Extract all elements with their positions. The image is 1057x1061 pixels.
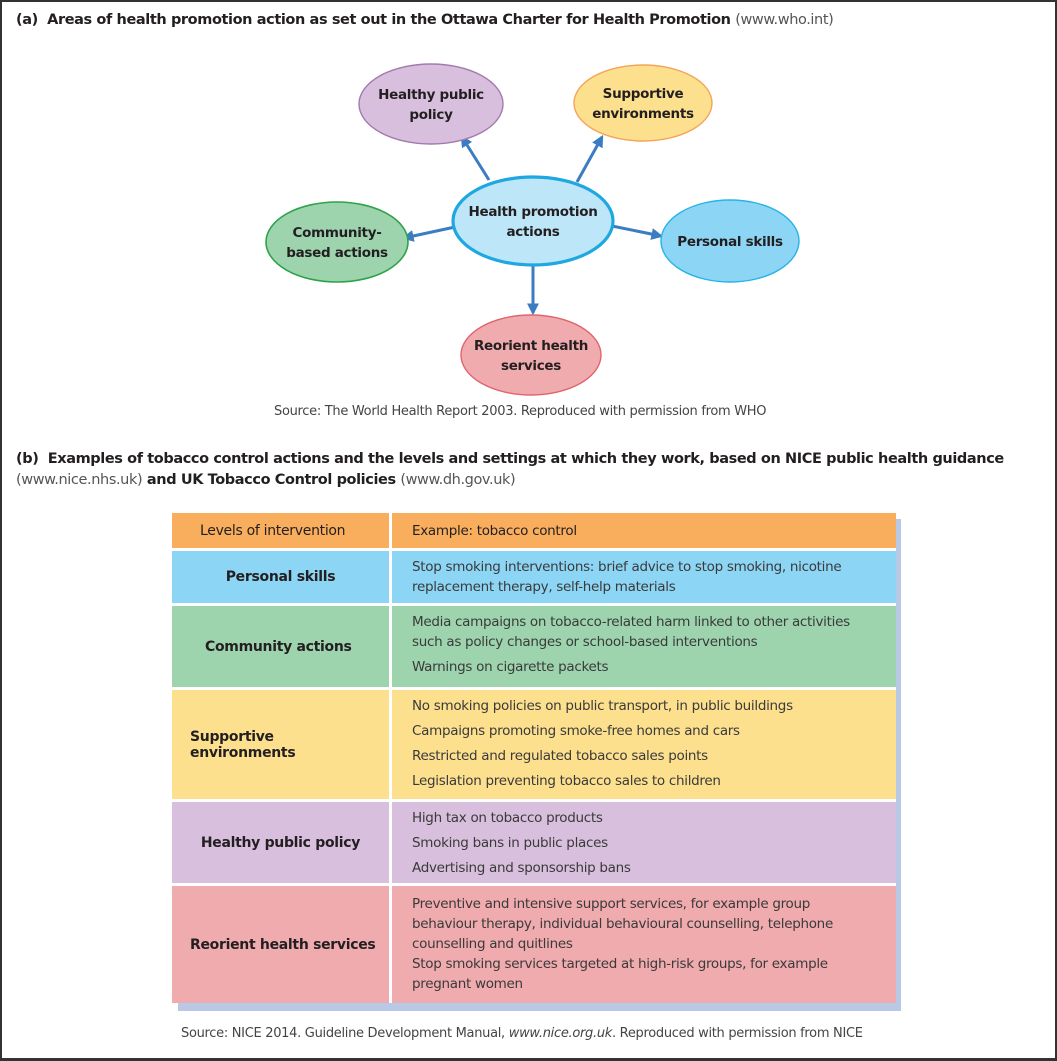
level-cell: Supportive environments <box>172 690 392 799</box>
node-reorient-health-services-label: Reorient health <box>474 338 588 354</box>
caption-a-title: Areas of health promotion action as set … <box>47 12 731 28</box>
example-item: Smoking bans in public places <box>412 835 608 851</box>
caption-b-url-2[interactable]: (www.dh.gov.uk) <box>400 472 516 488</box>
arrow-to-supportive-environments <box>575 134 604 183</box>
header-levels: Levels of intervention <box>172 513 392 548</box>
table-row: Supportive environments No smoking polici… <box>172 690 896 802</box>
node-supportive-environments-label: Supportive <box>603 86 684 102</box>
examples-cell: Media campaigns on tobacco-related harm … <box>392 606 896 687</box>
center-node-health-promotion-actions: Health promotion actions <box>451 175 615 267</box>
node-community-based-actions-ellipse <box>265 201 409 283</box>
arrows-group <box>401 134 664 316</box>
source-b: Source: NICE 2014. Guideline Development… <box>181 1026 863 1041</box>
node-community-based-actions: Community-based actions <box>265 201 409 283</box>
node-community-based-actions-label: Community- <box>292 225 381 241</box>
level-cell: Healthy public policy <box>172 802 392 883</box>
tobacco-control-table: Levels of intervention Example: tobacco … <box>172 513 896 1003</box>
caption-a: (a) Areas of health promotion action as … <box>16 10 834 31</box>
example-item: Stop smoking services targeted at high-r… <box>412 956 828 992</box>
node-reorient-health-services-ellipse <box>460 314 602 396</box>
node-supportive-environments-ellipse <box>573 64 713 142</box>
example-item: Media campaigns on tobacco-related harm … <box>412 614 850 650</box>
caption-b-title-1: Examples of tobacco control actions and … <box>47 451 1005 467</box>
node-healthy-public-policy-label: Healthy public <box>378 87 484 103</box>
caption-b-title-2: and UK Tobacco Control policies <box>146 472 396 488</box>
health-promotion-diagram: Health promotion actions Healthy public pol… <box>265 63 800 396</box>
example-item: No smoking policies on public transport,… <box>412 698 793 714</box>
caption-a-label: (a) <box>16 12 38 28</box>
header-example: Example: tobacco control <box>412 522 577 539</box>
node-reorient-health-services: Reorient health services <box>460 314 602 396</box>
example-item: Stop smoking interventions: brief advice… <box>412 559 842 595</box>
level-cell: Community actions <box>172 606 392 687</box>
node-healthy-public-policy: Healthy public policy <box>358 63 504 145</box>
example-item: Warnings on cigarette packets <box>412 659 609 675</box>
node-community-based-actions-label: based actions <box>286 245 388 261</box>
example-item: Legislation preventing tobacco sales to … <box>412 773 721 789</box>
arrow-to-community-based-actions <box>401 225 456 242</box>
example-item: Campaigns promoting smoke-free homes and… <box>412 723 740 739</box>
nodes-group: Health promotion actions Healthy public pol… <box>265 63 800 396</box>
source-b-url[interactable]: www.nice.org.uk <box>508 1026 613 1041</box>
examples-cell: Stop smoking interventions: brief advice… <box>392 551 896 603</box>
table-row: Community actions Media campaigns on toba… <box>172 606 896 690</box>
example-item: High tax on tobacco products <box>412 810 603 826</box>
caption-a-url[interactable]: (www.who.int) <box>735 12 834 28</box>
table-row: Personal skills Stop smoking intervention… <box>172 551 896 606</box>
table-header-row: Levels of intervention Example: tobacco … <box>172 513 896 551</box>
node-reorient-health-services-label: services <box>501 358 561 374</box>
node-healthy-public-policy-label: policy <box>409 107 453 123</box>
table-row: Reorient health services Preventive and i… <box>172 886 896 1003</box>
node-supportive-environments: Supportive environments <box>573 64 713 142</box>
arrow-to-healthy-public-policy <box>460 134 491 181</box>
node-healthy-public-policy-ellipse <box>358 63 504 145</box>
level-cell: Reorient health services <box>172 886 392 1003</box>
caption-b-url-1[interactable]: (www.nice.nhs.uk) <box>16 472 143 488</box>
example-item: Advertising and sponsorship bans <box>412 860 631 876</box>
source-b-text-1: Source: NICE 2014. Guideline Development… <box>181 1026 505 1041</box>
caption-b: (b) Examples of tobacco control actions … <box>16 449 1026 491</box>
examples-cell: No smoking policies on public transport,… <box>392 690 896 799</box>
center-node-health-promotion-actions-label: Health promotion <box>468 204 597 220</box>
examples-cell: Preventive and intensive support service… <box>392 886 896 1003</box>
source-a: Source: The World Health Report 2003. Re… <box>274 404 767 419</box>
level-cell: Personal skills <box>172 551 392 603</box>
example-item: Preventive and intensive support service… <box>412 896 833 952</box>
node-personal-skills-ellipse <box>660 199 800 283</box>
node-personal-skills: Personal skills <box>660 199 800 283</box>
node-personal-skills-label: Personal skills <box>677 234 783 250</box>
center-node-health-promotion-actions-ellipse <box>451 175 615 267</box>
source-b-text-2: . Reproduced with permission from NICE <box>612 1026 863 1041</box>
center-node-health-promotion-actions-label: actions <box>506 224 559 240</box>
node-supportive-environments-label: environments <box>592 106 694 122</box>
caption-b-label: (b) <box>16 451 39 467</box>
arrow-to-personal-skills <box>611 224 664 240</box>
example-item: Restricted and regulated tobacco sales p… <box>412 748 708 764</box>
